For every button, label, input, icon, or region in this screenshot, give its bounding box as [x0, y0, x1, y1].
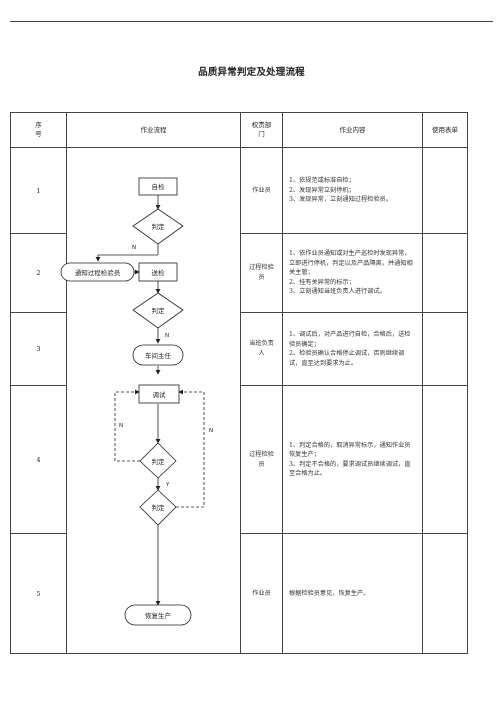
page-title: 品质异常判定及处理流程: [198, 67, 305, 78]
judge-diamond-1: 判定: [132, 208, 184, 245]
header-content: 作业内容: [282, 112, 423, 148]
resume-label: 恢复生产: [145, 611, 172, 620]
row-seq: 5: [10, 533, 67, 654]
judge-label: 判定: [152, 222, 166, 231]
row-content: 1、判定合格的，取消异常标示，通知作业员恢复生产； 3、判定不合格的，要求调试员…: [282, 385, 423, 534]
content-line: 2、挂有关异常的标示；: [289, 278, 355, 286]
header-seq: 序号: [10, 112, 67, 148]
supervisor-box: 车间主任: [132, 344, 184, 366]
row-forms: [422, 233, 468, 313]
judge-diamond-2: 判定: [132, 292, 184, 329]
yes-label: Y: [165, 482, 170, 488]
content-line: 3、立刻通知当班负责人进行调试。: [289, 288, 386, 296]
row-content: 1、调试后，对产品进行自检，合格后，送检验员确定； 2、检验员确认合格停止调试，…: [282, 312, 423, 386]
row-seq: 2: [10, 233, 67, 313]
header-forms: 使用表单: [422, 112, 468, 148]
row-dept: 作业员: [240, 147, 283, 234]
judge-label: 判定: [152, 503, 166, 512]
row-content: 1、依规范或标准自检； 2、发现异常立刻停机； 3、发现异常，立刻通知过程检验员…: [282, 147, 423, 234]
adjust-label: 调试: [153, 390, 167, 399]
self-check-box: 自检: [138, 177, 178, 196]
row-forms: [422, 533, 468, 654]
judge-diamond-3: 判定: [139, 442, 177, 479]
row-forms: [422, 147, 468, 234]
judge-label: 判定: [152, 457, 166, 466]
row-forms: [422, 385, 468, 534]
flowchart: 自检 判定 N 通知过程检验员 送检 判定 N 车间主任 调试 N N 判定 Y…: [60, 177, 213, 626]
retry-loop-left: [114, 389, 140, 462]
content-line: 根据检验员意见，恢复生产。: [289, 589, 370, 597]
row-dept: 当班负责人: [240, 312, 283, 386]
content-line: 2、发现异常立刻停机；: [289, 186, 355, 194]
process-table: 序号 作业流程 权责部门 作业内容 使用表单 1 作业员 1、依规范或标准自检；…: [10, 112, 468, 654]
content-line: 3、发现异常，立刻通知过程检验员。: [289, 196, 392, 204]
content-line: 1、依规范或标准自检；: [289, 177, 355, 185]
no-label: N: [119, 423, 123, 429]
send-check-label: 送检: [152, 268, 166, 277]
row-dept: 作业员: [240, 533, 283, 654]
header-row: 序号 作业流程 权责部门 作业内容 使用表单: [10, 112, 468, 148]
table-row: 4 过程检验员 1、判定合格的，取消异常标示，通知作业员恢复生产； 3、判定不合…: [10, 385, 468, 534]
retry-loop-right: [176, 389, 205, 508]
row-dept: 过程检验员: [240, 233, 283, 313]
no-label: N: [209, 428, 213, 434]
send-check-box: 送检: [138, 262, 178, 282]
judge-diamond-4: 判定: [139, 489, 177, 526]
notify-inspector-box: 通知过程检验员: [60, 262, 135, 282]
row-content: 1、依作业员通知或对生产巡检时发现异常，立即进行停机，判定以及产品隔离，并通知相…: [282, 233, 423, 313]
row-forms: [422, 312, 468, 386]
top-rule: [10, 21, 493, 22]
adjust-box: 调试: [138, 384, 180, 404]
no-label: N: [165, 333, 169, 339]
content-line: 1、调试后，对产品进行自检，合格后，送检验员确定；: [289, 331, 411, 348]
self-check-label: 自检: [152, 182, 166, 191]
notify-label: 通知过程检验员: [75, 268, 121, 277]
resume-production-box: 恢复生产: [124, 604, 192, 626]
judge-label: 判定: [152, 306, 166, 315]
content-line: 2、检验员确认合格停止调试，否则继续调试，直至达到要求为止。: [289, 350, 405, 367]
content-line: 3、判定不合格的，要求调试员继续调试，直至合格为止。: [289, 460, 411, 478]
content-line: 1、判定合格的，取消异常标示，通知作业员恢复生产；: [289, 441, 411, 459]
table-row: 2 过程检验员 1、依作业员通知或对生产巡检时发现异常，立即进行停机，判定以及产…: [10, 233, 468, 313]
supervisor-label: 车间主任: [145, 351, 172, 360]
content-line: 1、依作业员通知或对生产巡检时发现异常，立即进行停机，判定以及产品隔离，并通知相…: [289, 250, 413, 277]
row-dept: 过程检验员: [240, 385, 283, 534]
table-row: 5 作业员 根据检验员意见，恢复生产。: [10, 533, 468, 654]
no-label: N: [132, 245, 136, 251]
header-flow: 作业流程: [66, 112, 241, 148]
header-dept: 权责部门: [240, 112, 283, 148]
row-content: 根据检验员意见，恢复生产。: [282, 533, 423, 654]
